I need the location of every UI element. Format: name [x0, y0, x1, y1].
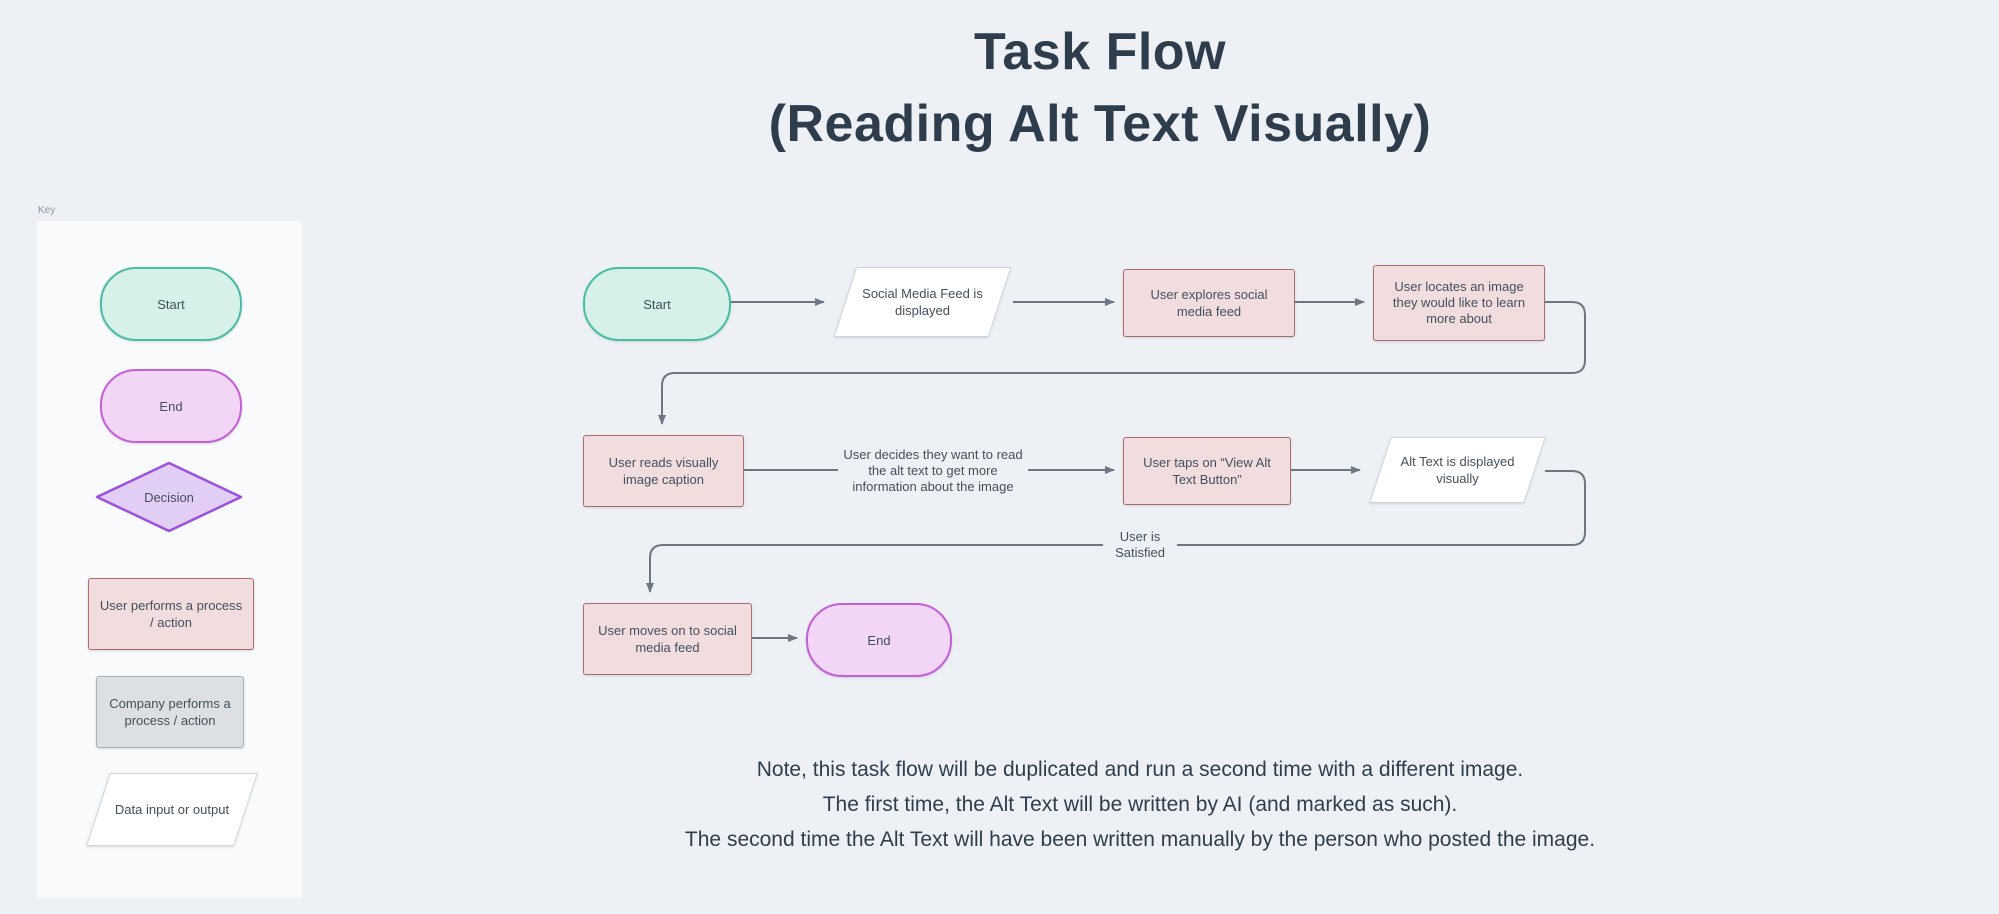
- key-item-company-process[interactable]: Company performs a process / action: [96, 676, 244, 748]
- key-item-start-label: Start: [157, 296, 185, 312]
- flow-node-moves-on[interactable]: User moves on to social media feed: [583, 603, 752, 675]
- flow-node-feed-displayed-label: Social Media Feed is displayed: [862, 286, 983, 318]
- key-item-data-io[interactable]: Data input or output: [86, 773, 258, 846]
- edge-label-user-decides: User decides they want to read the alt t…: [843, 447, 1023, 494]
- key-heading: Key: [38, 205, 56, 216]
- key-item-decision-label: Decision: [144, 489, 194, 505]
- flow-node-reads-caption[interactable]: User reads visually image caption: [583, 435, 744, 507]
- flow-node-locates-image[interactable]: User locates an image they would like to…: [1373, 265, 1545, 341]
- flow-node-explores-feed[interactable]: User explores social media feed: [1123, 269, 1295, 337]
- page-title-line1: Task Flow: [973, 23, 1227, 81]
- flow-node-explores-feed-label: User explores social media feed: [1150, 287, 1268, 319]
- page-title-line2: (Reading Alt Text Visually): [768, 95, 1432, 153]
- flow-node-locates-image-label: User locates an image they would like to…: [1392, 279, 1526, 326]
- edge-locates-to-reads-loop: [658, 301, 1586, 425]
- decision-diamond-shape: [95, 461, 243, 533]
- key-panel: Start End Decision User performs a proce…: [37, 221, 302, 898]
- flow-node-taps-button[interactable]: User taps on “View Alt Text Button”: [1123, 437, 1291, 505]
- flow-node-feed-displayed[interactable]: Social Media Feed is displayed: [833, 267, 1012, 337]
- footnote: Note, this task flow will be duplicated …: [520, 752, 1760, 857]
- key-item-end-label: End: [159, 398, 183, 414]
- edge-satisfied-loop-right: [1177, 470, 1586, 546]
- key-item-user-process-label: User performs a process / action: [99, 598, 243, 630]
- key-item-end[interactable]: End: [100, 369, 242, 443]
- page-title: Task Flow (Reading Alt Text Visually): [350, 16, 1850, 160]
- flow-node-start-label: Start: [643, 296, 671, 312]
- key-item-company-process-label: Company performs a process / action: [109, 696, 231, 728]
- footnote-line2: The first time, the Alt Text will be wri…: [822, 793, 1458, 816]
- edge-label-user-satisfied: User is Satisfied: [1115, 529, 1165, 560]
- edge-satisfied-loop-left: [646, 544, 1103, 593]
- key-item-start[interactable]: Start: [100, 267, 242, 341]
- flow-node-alt-text-displayed-label: Alt Text is displayed visually: [1400, 454, 1515, 486]
- flow-node-reads-caption-label: User reads visually image caption: [608, 455, 719, 487]
- flow-node-moves-on-label: User moves on to social media feed: [598, 623, 737, 655]
- flow-node-end-label: End: [867, 632, 891, 648]
- flow-node-alt-text-displayed[interactable]: Alt Text is displayed visually: [1368, 437, 1547, 503]
- footnote-line3: The second time the Alt Text will have b…: [684, 828, 1596, 851]
- key-item-decision[interactable]: Decision: [94, 461, 244, 533]
- flow-node-start[interactable]: Start: [583, 267, 731, 341]
- key-item-data-io-label: Data input or output: [114, 802, 230, 817]
- flow-node-end[interactable]: End: [806, 603, 952, 677]
- key-item-user-process[interactable]: User performs a process / action: [88, 578, 254, 650]
- flow-node-taps-button-label: User taps on “View Alt Text Button”: [1143, 455, 1271, 487]
- footnote-line1: Note, this task flow will be duplicated …: [756, 758, 1524, 781]
